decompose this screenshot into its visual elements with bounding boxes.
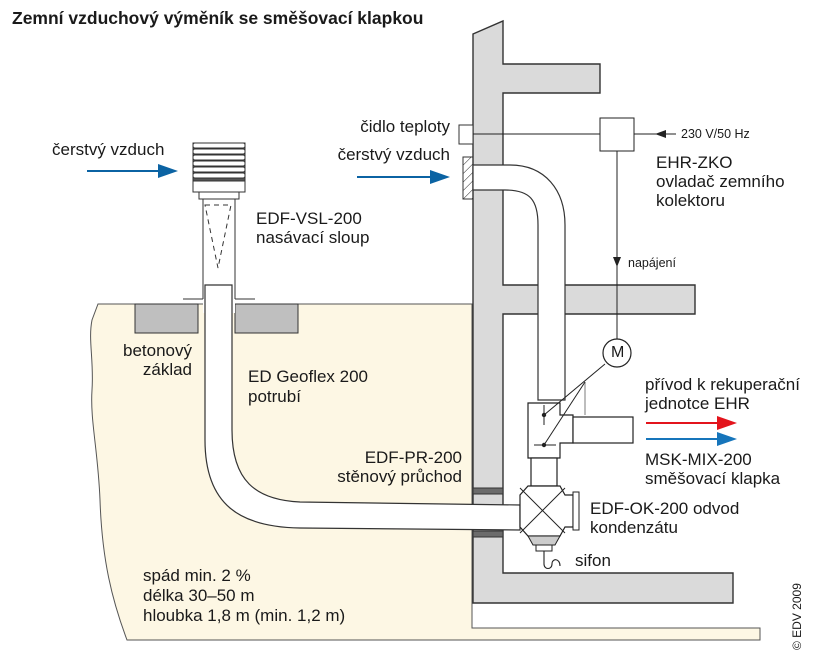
- label-depth: hloubka 1,8 m (min. 1,2 m): [143, 606, 346, 625]
- wall-grill: [462, 156, 474, 200]
- power-feed-arrow-icon: [613, 257, 621, 267]
- wall-seal-bottom: [472, 530, 504, 538]
- filter-cone-icon: [204, 204, 232, 269]
- indoor-fresh-air-pipe: [472, 164, 566, 401]
- concrete-base-right: [234, 303, 299, 334]
- label-concrete-base-1: betonový: [123, 341, 192, 360]
- label-siphon: sifon: [575, 551, 611, 570]
- fresh-air-arrow-right: [357, 170, 450, 184]
- label-condensate-1: EDF-OK-200 odvod: [590, 499, 740, 518]
- label-pipe-code: ED Geoflex 200: [248, 367, 369, 386]
- motor-icon: [602, 338, 632, 368]
- copyright-notice: © EDV 2009: [790, 583, 804, 650]
- label-motor: M: [611, 344, 625, 361]
- mixing-damper: [527, 363, 634, 487]
- building-wall: [472, 19, 734, 604]
- label-concrete-base-2: základ: [142, 360, 192, 379]
- label-power-feed: napájení: [628, 256, 676, 270]
- label-mixing-damper-name: směšovací klapka: [645, 469, 781, 488]
- intake-column: [183, 142, 255, 313]
- siphon-icon: [543, 551, 561, 570]
- label-fresh-air-right: čerstvý vzduch: [337, 145, 450, 164]
- power-arrow-icon: [655, 130, 666, 138]
- label-power-supply: 230 V/50 Hz: [681, 127, 750, 141]
- concrete-base-left: [134, 303, 199, 334]
- label-wall-passage-name: stěnový průchod: [337, 467, 462, 486]
- label-temperature-sensor: čidlo teploty: [360, 117, 450, 136]
- condensate-drain: [519, 485, 580, 570]
- label-intake-column-code: EDF-VSL-200: [256, 209, 362, 228]
- label-wall-passage-code: EDF-PR-200: [364, 448, 462, 467]
- fresh-air-arrow-left: [87, 164, 178, 178]
- intake-louvre-icon: [192, 142, 246, 182]
- label-supply-recuperator-1: přívod k rekuperační: [645, 375, 800, 394]
- ground-soil: [90, 303, 761, 641]
- label-supply-recuperator-2: jednotce EHR: [645, 394, 750, 413]
- label-controller-name-2: kolektoru: [656, 191, 725, 210]
- diagram-title: Zemní vzduchový výměník se směšovací kla…: [12, 8, 424, 28]
- temperature-sensor: [458, 124, 474, 145]
- cool-air-arrow: [646, 432, 737, 446]
- warm-air-arrow: [646, 416, 737, 430]
- label-controller-name-1: ovladač zemního: [656, 172, 785, 191]
- label-slope: spád min. 2 %: [143, 566, 251, 585]
- wall-seal-top: [472, 487, 504, 495]
- label-pipe-name: potrubí: [248, 387, 301, 406]
- label-mixing-damper-code: MSK-MIX-200: [645, 450, 752, 469]
- label-fresh-air-left: čerstvý vzduch: [52, 140, 165, 159]
- label-condensate-2: kondenzátu: [590, 518, 678, 537]
- label-controller-code: EHR-ZKO: [656, 153, 733, 172]
- controller-box: [599, 117, 635, 152]
- label-length: délka 30–50 m: [143, 586, 255, 605]
- label-intake-column-name: nasávací sloup: [256, 228, 370, 247]
